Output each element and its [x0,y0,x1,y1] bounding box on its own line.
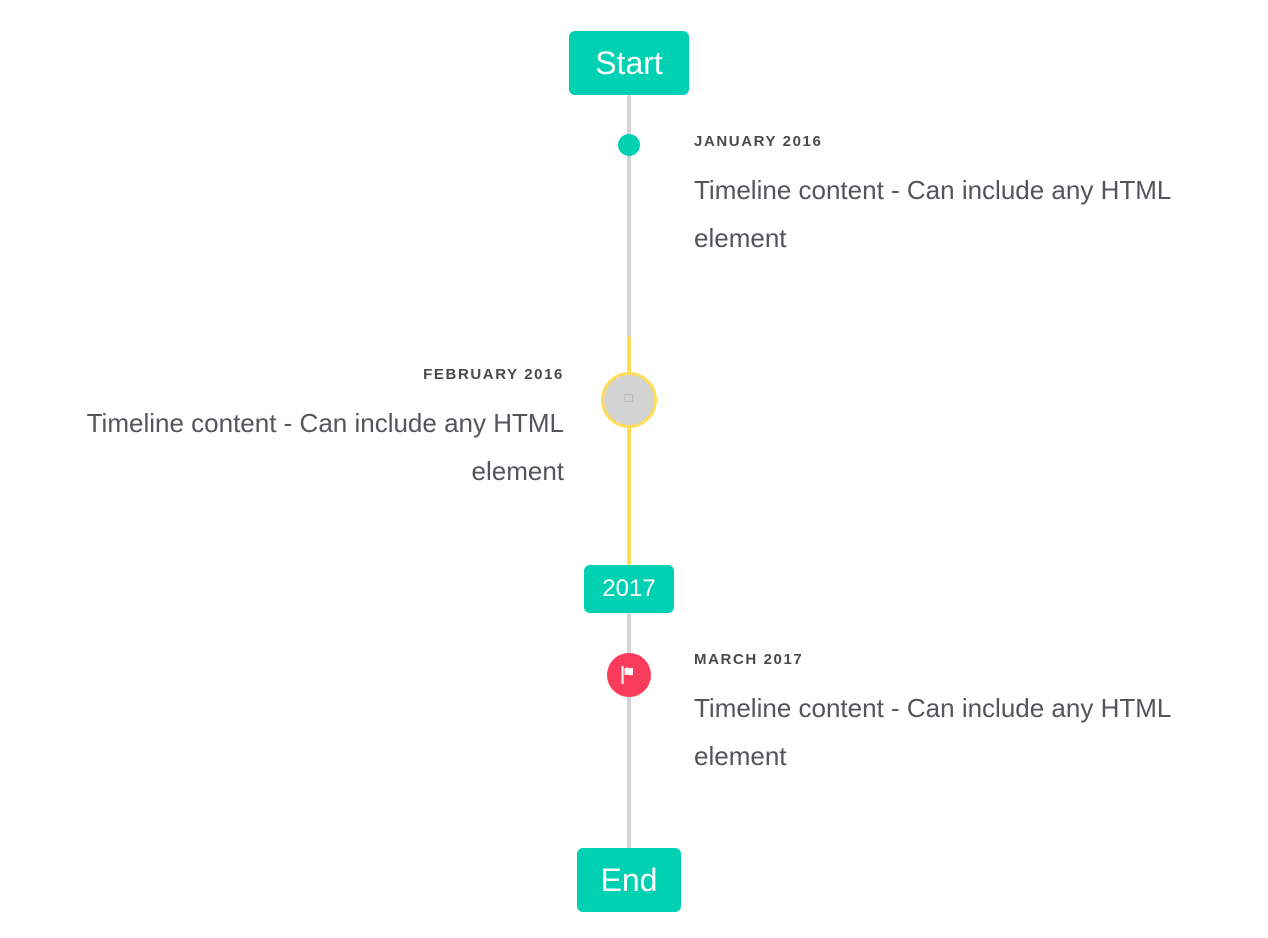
timeline-entry-body: January 2016 Timeline content - Can incl… [694,132,1218,262]
timeline-rail-segment-top [627,95,631,338]
timeline-end-badge[interactable]: End [577,848,681,912]
timeline-marker-dot-icon[interactable] [618,134,640,156]
timeline-rail-segment-bottom [627,613,631,850]
timeline-entry-header: March 2017 [694,651,804,668]
timeline-entry-text: Timeline content - Can include any HTML … [86,408,564,486]
timeline-marker-flag-icon[interactable] [607,653,651,697]
timeline-start-badge[interactable]: Start [569,31,689,95]
timeline-entry-body: March 2017 Timeline content - Can includ… [694,650,1218,780]
flag-icon [621,665,634,685]
timeline-entry-header: February 2016 [423,366,564,383]
timeline-entry-header: January 2016 [694,133,823,150]
timeline-entry-body: February 2016 Timeline content - Can inc… [40,365,564,495]
timeline-entry-text: Timeline content - Can include any HTML … [694,693,1171,771]
timeline-marker-broken-image-icon[interactable]: ☐ [601,372,657,428]
timeline-entry-text: Timeline content - Can include any HTML … [694,175,1171,253]
timeline-year-badge[interactable]: 2017 [584,565,674,613]
timeline-rail-segment-highlighted [627,336,631,565]
broken-image-glyph: ☐ [623,393,635,405]
